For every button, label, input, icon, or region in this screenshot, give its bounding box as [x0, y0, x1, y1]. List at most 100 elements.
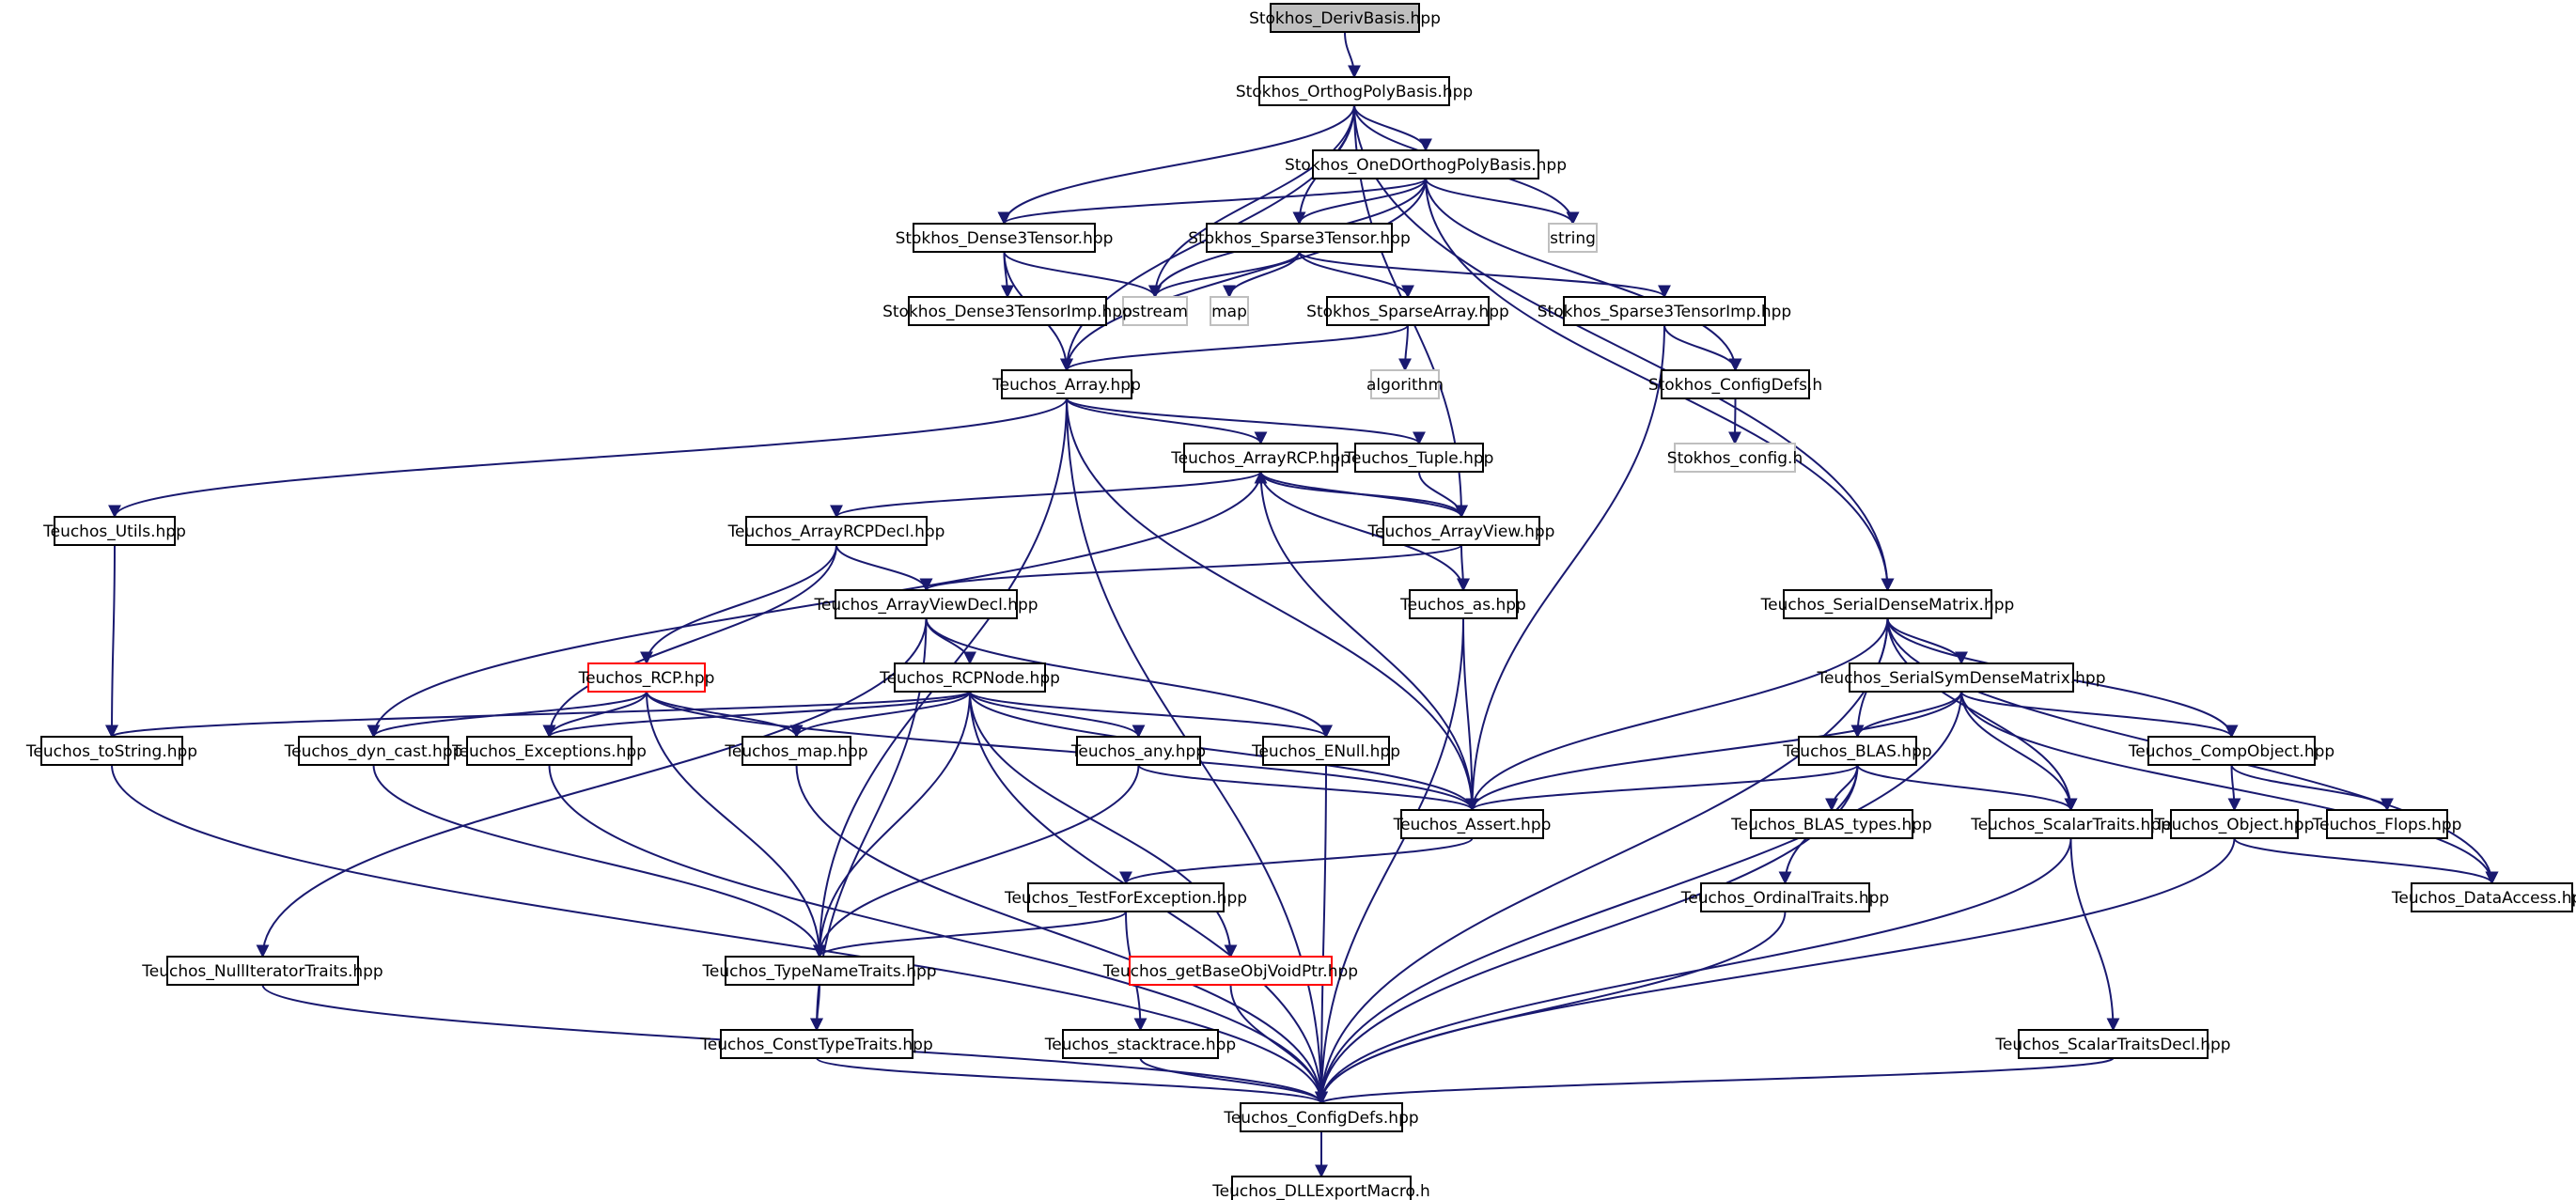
node-scalartraitsdecl[interactable]: Teuchos_ScalarTraitsDecl.hpp [1994, 1029, 2231, 1059]
node-box-stokhosconfig [1674, 443, 1796, 473]
edge-arrayview-to-arrayrcp [1254, 470, 1462, 518]
edge-sparsearray-to-tarray [1060, 324, 1409, 372]
node-arrayview[interactable]: Teuchos_ArrayView.hpp [1367, 516, 1555, 546]
node-box-flops [2326, 809, 2448, 839]
node-arrayviewdecl[interactable]: Teuchos_ArrayViewDecl.hpp [813, 589, 1038, 619]
edge-serialdense-to-scalartraits [1886, 617, 2078, 812]
edge-arrayview-to-as [1456, 544, 1470, 592]
node-box-dense3imp [908, 296, 1107, 326]
node-sparse3imp[interactable]: Stokhos_Sparse3TensorImp.hpp [1538, 296, 1791, 326]
node-onedortho[interactable]: Stokhos_OneDOrthogPolyBasis.hpp [1285, 149, 1567, 179]
node-rcp[interactable]: Teuchos_RCP.hpp [578, 662, 715, 693]
node-object[interactable]: Teuchos_Object.hpp [2154, 809, 2315, 839]
edge-rcpnode-to-typenametraits [813, 691, 971, 958]
edge-rcpnode-to-tmap [789, 691, 971, 739]
node-label-assert: Teuchos_Assert.hpp [1393, 816, 1552, 834]
edge-tostring-to-configdefs_t [111, 764, 1328, 1105]
node-label-sparse3imp: Stokhos_Sparse3TensorImp.hpp [1538, 303, 1791, 321]
edge-as-to-assert [1462, 617, 1479, 812]
node-label-testforexc: Teuchos_TestForException.hpp [1004, 889, 1247, 908]
node-label-utils: Teuchos_Utils.hpp [42, 522, 186, 541]
node-label-arrayview: Teuchos_ArrayView.hpp [1367, 522, 1555, 541]
edge-rcpnode-to-any [969, 691, 1146, 739]
node-blastypes[interactable]: Teuchos_BLAS_types.hpp [1730, 809, 1932, 839]
node-any[interactable]: Teuchos_any.hpp [1070, 736, 1206, 766]
node-box-nulliter [166, 956, 359, 986]
node-box-scalartraitsdecl [2018, 1029, 2209, 1059]
node-orthopoly[interactable]: Stokhos_OrthogPolyBasis.hpp [1236, 76, 1473, 106]
edge-orthopoly-to-onedortho [1353, 104, 1432, 152]
node-dllexport[interactable]: Teuchos_DLLExportMacro.h [1211, 1176, 1430, 1200]
node-ostream[interactable]: ostream [1122, 296, 1188, 326]
node-stacktrace[interactable]: Teuchos_stacktrace.hpp [1044, 1029, 1236, 1059]
node-flops[interactable]: Teuchos_Flops.hpp [2312, 809, 2462, 839]
node-exceptions[interactable]: Teuchos_Exceptions.hpp [451, 736, 647, 766]
node-box-dyncast [298, 736, 449, 766]
node-label-tarray: Teuchos_Array.hpp [991, 376, 1141, 395]
edge-arrayrcpdecl-to-exceptions [542, 544, 837, 739]
node-algorithm[interactable]: algorithm [1366, 369, 1444, 399]
node-testforexc[interactable]: Teuchos_TestForException.hpp [1004, 882, 1247, 912]
node-scalartraits[interactable]: Teuchos_ScalarTraits.hpp [1970, 809, 2171, 839]
node-stokhosconfig[interactable]: Stokhos_config.h [1667, 443, 1803, 473]
node-tostring[interactable]: Teuchos_toString.hpp [25, 736, 197, 766]
node-typenametraits[interactable]: Teuchos_TypeNameTraits.hpp [701, 956, 937, 986]
edge-arrayrcpdecl-to-arrayviewdecl [835, 544, 933, 592]
node-dataaccess[interactable]: Teuchos_DataAccess.hpp [2391, 882, 2576, 912]
edge-arrayrcp-to-assert [1259, 471, 1479, 812]
node-utils[interactable]: Teuchos_Utils.hpp [42, 516, 186, 546]
node-map[interactable]: map [1210, 296, 1249, 326]
node-box-string [1548, 223, 1598, 253]
node-label-tostring: Teuchos_toString.hpp [25, 742, 197, 761]
node-box-dataaccess [2411, 882, 2573, 912]
node-string[interactable]: string [1548, 223, 1598, 253]
node-tuple[interactable]: Teuchos_Tuple.hpp [1344, 443, 1494, 473]
node-rcpnode[interactable]: Teuchos_RCPNode.hpp [879, 662, 1060, 693]
node-configdefs_t[interactable]: Teuchos_ConfigDefs.hpp [1223, 1102, 1419, 1132]
edge-sparse3-to-map [1223, 251, 1301, 299]
node-box-assert [1400, 809, 1544, 839]
node-box-serialsym [1849, 662, 2074, 693]
node-arrayrcp[interactable]: Teuchos_ArrayRCP.hpp [1170, 443, 1350, 473]
node-tmap[interactable]: Teuchos_map.hpp [724, 736, 868, 766]
edge-serialsym-to-scalartraits [1960, 691, 2078, 812]
edge-tarray-to-arrayrcp [1066, 397, 1268, 445]
node-blas[interactable]: Teuchos_BLAS.hpp [1782, 736, 1932, 766]
node-label-dataaccess: Teuchos_DataAccess.hpp [2391, 889, 2576, 908]
node-sparsearray[interactable]: Stokhos_SparseArray.hpp [1306, 296, 1509, 326]
edge-blas-to-scalartraits [1856, 764, 2078, 812]
edge-sparse3imp-to-configdefs_s [1663, 324, 1742, 372]
node-dyncast[interactable]: Teuchos_dyn_cast.hpp [284, 736, 463, 766]
edge-arrayrcp-to-as [1259, 471, 1470, 592]
edge-onedortho-to-tarray [1060, 178, 1427, 372]
node-label-onedortho: Stokhos_OneDOrthogPolyBasis.hpp [1285, 156, 1567, 175]
node-as[interactable]: Teuchos_as.hpp [1399, 589, 1526, 619]
node-serialsym[interactable]: Teuchos_SerialSymDenseMatrix.hpp [1816, 662, 2106, 693]
node-sparse3[interactable]: Stokhos_Sparse3Tensor.hpp [1188, 223, 1411, 253]
node-box-dense3 [913, 223, 1096, 253]
node-deriv[interactable]: Stokhos_DerivBasis.hpp [1249, 3, 1441, 33]
node-tarray[interactable]: Teuchos_Array.hpp [991, 369, 1141, 399]
node-dense3[interactable]: Stokhos_Dense3Tensor.hpp [896, 223, 1114, 253]
node-compobject[interactable]: Teuchos_CompObject.hpp [2128, 736, 2334, 766]
node-getbaseobj[interactable]: Teuchos_getBaseObjVoidPtr.hpp [1102, 956, 1358, 986]
node-box-sparse3imp [1563, 296, 1766, 326]
node-box-configdefs_s [1661, 369, 1810, 399]
edge-arrayviewdecl-to-enull [925, 617, 1333, 739]
node-ordinaltraits[interactable]: Teuchos_OrdinalTraits.hpp [1680, 882, 1889, 912]
node-arrayrcpdecl[interactable]: Teuchos_ArrayRCPDecl.hpp [727, 516, 945, 546]
node-serialdense[interactable]: Teuchos_SerialDenseMatrix.hpp [1760, 589, 2015, 619]
node-box-arrayviewdecl [835, 589, 1018, 619]
node-assert[interactable]: Teuchos_Assert.hpp [1393, 809, 1552, 839]
node-consttypetraits[interactable]: Teuchos_ConstTypeTraits.hpp [699, 1029, 933, 1059]
edge-as-to-configdefs_t [1315, 617, 1464, 1105]
node-configdefs_s[interactable]: Stokhos_ConfigDefs.h [1648, 369, 1822, 399]
node-nulliter[interactable]: Teuchos_NullIteratorTraits.hpp [141, 956, 383, 986]
node-label-deriv: Stokhos_DerivBasis.hpp [1249, 9, 1441, 28]
node-label-scalartraits: Teuchos_ScalarTraits.hpp [1970, 816, 2171, 834]
node-dense3imp[interactable]: Stokhos_Dense3TensorImp.hpp [882, 296, 1132, 326]
edge-dyncast-to-typenametraits [372, 764, 826, 958]
edge-testforexc-to-typenametraits [813, 911, 1127, 958]
node-label-map: map [1211, 303, 1247, 321]
node-enull[interactable]: Teuchos_ENull.hpp [1251, 736, 1400, 766]
